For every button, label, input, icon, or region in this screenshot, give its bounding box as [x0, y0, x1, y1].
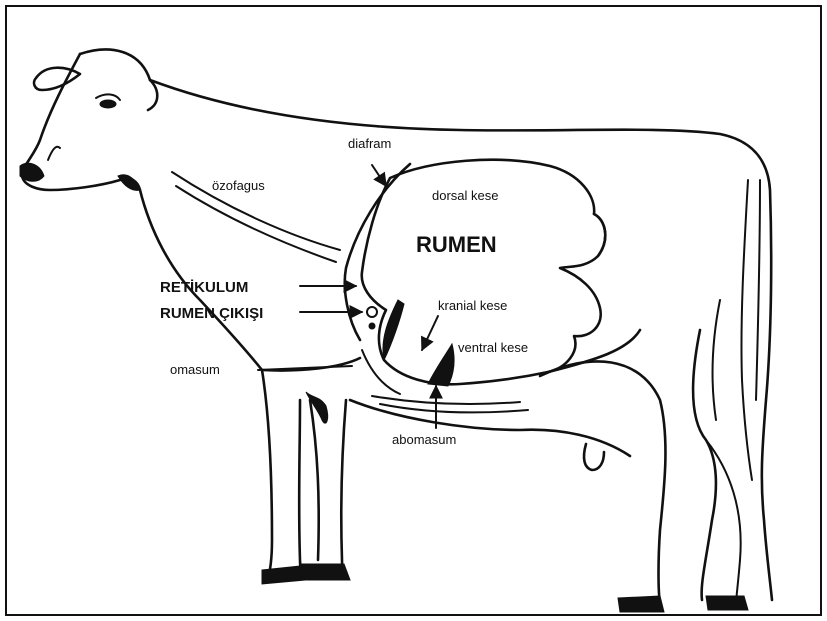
label-kranial-kese: kranial kese	[438, 298, 507, 313]
label-abomasum: abomasum	[392, 432, 456, 447]
diafram-arrow	[372, 165, 386, 186]
label-ozofagus: özofagus	[212, 178, 265, 193]
coat-spots	[118, 175, 328, 423]
hind-flank	[540, 361, 665, 604]
cow-outline	[140, 80, 772, 605]
rumen-lobe-1	[594, 214, 605, 256]
ventral-pillar	[428, 344, 454, 386]
label-ventral-kese: ventral kese	[458, 340, 528, 355]
label-diafram: diafram	[348, 136, 391, 151]
front-leg-1-back	[262, 370, 272, 580]
belly-line	[350, 400, 630, 456]
rumen-exit-dot	[369, 323, 375, 329]
rumen-exit-circle	[367, 307, 377, 317]
label-omasum: omasum	[170, 362, 220, 377]
esophagus-line-2	[176, 186, 336, 262]
omasum-outline	[362, 350, 400, 394]
front-leg-1-front	[299, 400, 304, 578]
tail	[741, 180, 752, 480]
eye-lid	[96, 94, 120, 100]
eye	[100, 100, 116, 108]
head-top	[80, 50, 150, 80]
kranial-kese-arrow	[422, 316, 438, 350]
hooves	[262, 564, 748, 612]
abomasum-line-2	[380, 404, 528, 412]
hoof-hind-1	[618, 596, 664, 612]
spot-front-leg	[306, 392, 328, 423]
ear	[34, 68, 80, 90]
label-rumen-cikisi: RUMEN ÇIKIŞI	[160, 305, 263, 322]
label-dorsal-kese: dorsal kese	[432, 188, 498, 203]
hoof-front-1	[262, 566, 306, 584]
label-retikulum: RETİKULUM	[160, 279, 248, 296]
cow-head	[20, 50, 157, 190]
pointers	[258, 165, 438, 428]
nostril	[48, 147, 60, 160]
hoof-front-2	[300, 564, 350, 580]
nose	[20, 163, 44, 181]
front-leg-2-front	[341, 400, 346, 578]
frame-border	[6, 6, 821, 615]
front-leg-2-back	[310, 400, 319, 560]
horn	[148, 80, 157, 110]
abomasum-line-1	[372, 396, 520, 404]
label-rumen: RUMEN	[416, 232, 497, 257]
udder	[584, 444, 604, 470]
hind-thigh	[713, 300, 720, 420]
hoof-hind-2	[706, 596, 748, 610]
tail-inner	[756, 180, 760, 400]
